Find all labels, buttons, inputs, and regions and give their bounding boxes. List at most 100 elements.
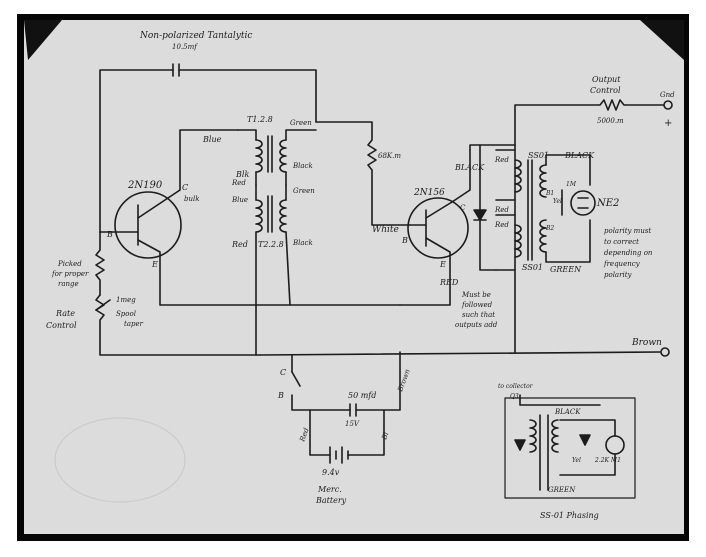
red-b: Red [494,206,509,214]
r68k-resistor [315,121,411,226]
ss01-black-wire [545,154,591,186]
q1-emitter-wire [137,239,401,306]
picked-resistor [95,231,105,296]
inset-box [504,397,636,499]
rate-1: Rate [55,309,75,318]
black-t2-label: Black [292,239,313,247]
diode-branch [479,144,497,271]
output-2: Control [590,86,621,95]
q2-c: C [460,204,466,212]
battery-left-wire [309,409,331,456]
t2-core [267,195,273,233]
picked-3: range [58,280,79,288]
ss01-coil-b [514,224,522,258]
b1-label: B1 [545,190,554,197]
t2-label: T2.2.8 [258,240,284,249]
blue-label: Blue [202,135,222,144]
labels: Non-polarized Tantalytic 10.5mf T1.2.8 B… [46,31,675,520]
q2-b: B [401,236,408,245]
polarity-4: frequency [603,260,641,268]
q1-name: 2N190 [127,180,163,191]
inset-diode-2 [579,434,591,446]
picked-2: for proper [51,270,89,278]
brown-small: Brown [396,368,412,394]
ss01-bottom: SS01 [522,263,543,272]
t1-wire-blue [237,129,257,141]
ne2-lamp [570,190,596,216]
q1-bulk: bulk [184,195,199,203]
red-t2-label: Red [231,240,248,249]
q2-to-ss01 [469,144,516,151]
t2-primary-coil [255,199,263,233]
white-label: White [372,225,399,235]
output-r: 5000.m [597,117,624,125]
inset-loop [559,419,616,476]
cap-50mfd [349,403,357,417]
inset-bottom: SS-01 Phasing [540,511,599,520]
blk-label: Blk [235,170,249,179]
yel-label: Yel [553,198,562,205]
corner-tear-topleft [24,20,62,60]
t2-secondary-coil [279,199,287,233]
must-2: followed [461,301,493,309]
inset-core [539,414,549,491]
ss01-top: SS01 [528,151,549,160]
top-cap-label: Non-polarized Tantalytic [139,31,252,41]
pot-2: Spool [116,310,136,318]
polarity-1: polarity must [604,227,651,235]
polarity-2: to correct [604,238,639,246]
black-small-label: Black [292,162,313,170]
red-t1-label: Red [231,179,246,187]
output-terminal [663,100,673,110]
polarity-3: depending on [604,249,653,257]
red-a: Red [494,156,509,164]
q2-name: 2N156 [413,188,445,198]
res-inset: 2.2K M1 [594,457,621,464]
corner-tear-topright [640,20,684,60]
inset-diode [514,439,526,451]
pot-1: 1meg [116,296,136,304]
battery-top-wire [291,394,351,411]
wiring [95,63,673,499]
t1-primary-coil [255,139,263,173]
inset-lamp [605,435,625,455]
inset-coil-left [529,419,537,453]
battery-1: Merc. [317,485,342,494]
green-top-label: Green [290,119,312,127]
ne2-electrodes [577,197,589,209]
green-mid-label: Green [293,187,315,195]
battery-right-wire [347,409,385,456]
top-capacitor [172,63,180,77]
black-q2: BLACK [454,163,485,172]
q2-emitter-wire [399,237,451,306]
t1-label: T1.2.8 [247,115,273,124]
ground-terminal [660,347,670,357]
b-label: B [277,391,284,400]
q2-collector-wire [425,149,471,219]
brown-label: Brown [631,338,662,348]
output-1: Output [592,75,621,84]
q2-transistor-circle [407,197,469,259]
r68k-label: 68K.m [378,152,401,160]
t1-green-wire [285,129,317,141]
ground-bus [259,351,661,356]
res-small: 1M [566,181,577,188]
must-1: Must be [461,291,491,299]
cap50-label: 50 mfd [348,391,376,400]
out-gnd: Gnd [660,91,675,99]
ss01-secondary-b [539,219,547,253]
t2-black-to-emitter [285,231,291,306]
to-collector: to collector [498,383,534,390]
ne2-label: NE2 [596,198,619,209]
battery-2: Battery [315,496,347,505]
q1-e: E [151,260,158,269]
switch-arm [291,371,301,387]
q1-transistor-circle [114,191,182,259]
black-inset: BLACK [554,408,581,416]
output-control-pot [514,99,665,146]
c-label: C [280,368,286,377]
bl-small: Bl [380,431,390,442]
wire-top-left [99,69,174,233]
